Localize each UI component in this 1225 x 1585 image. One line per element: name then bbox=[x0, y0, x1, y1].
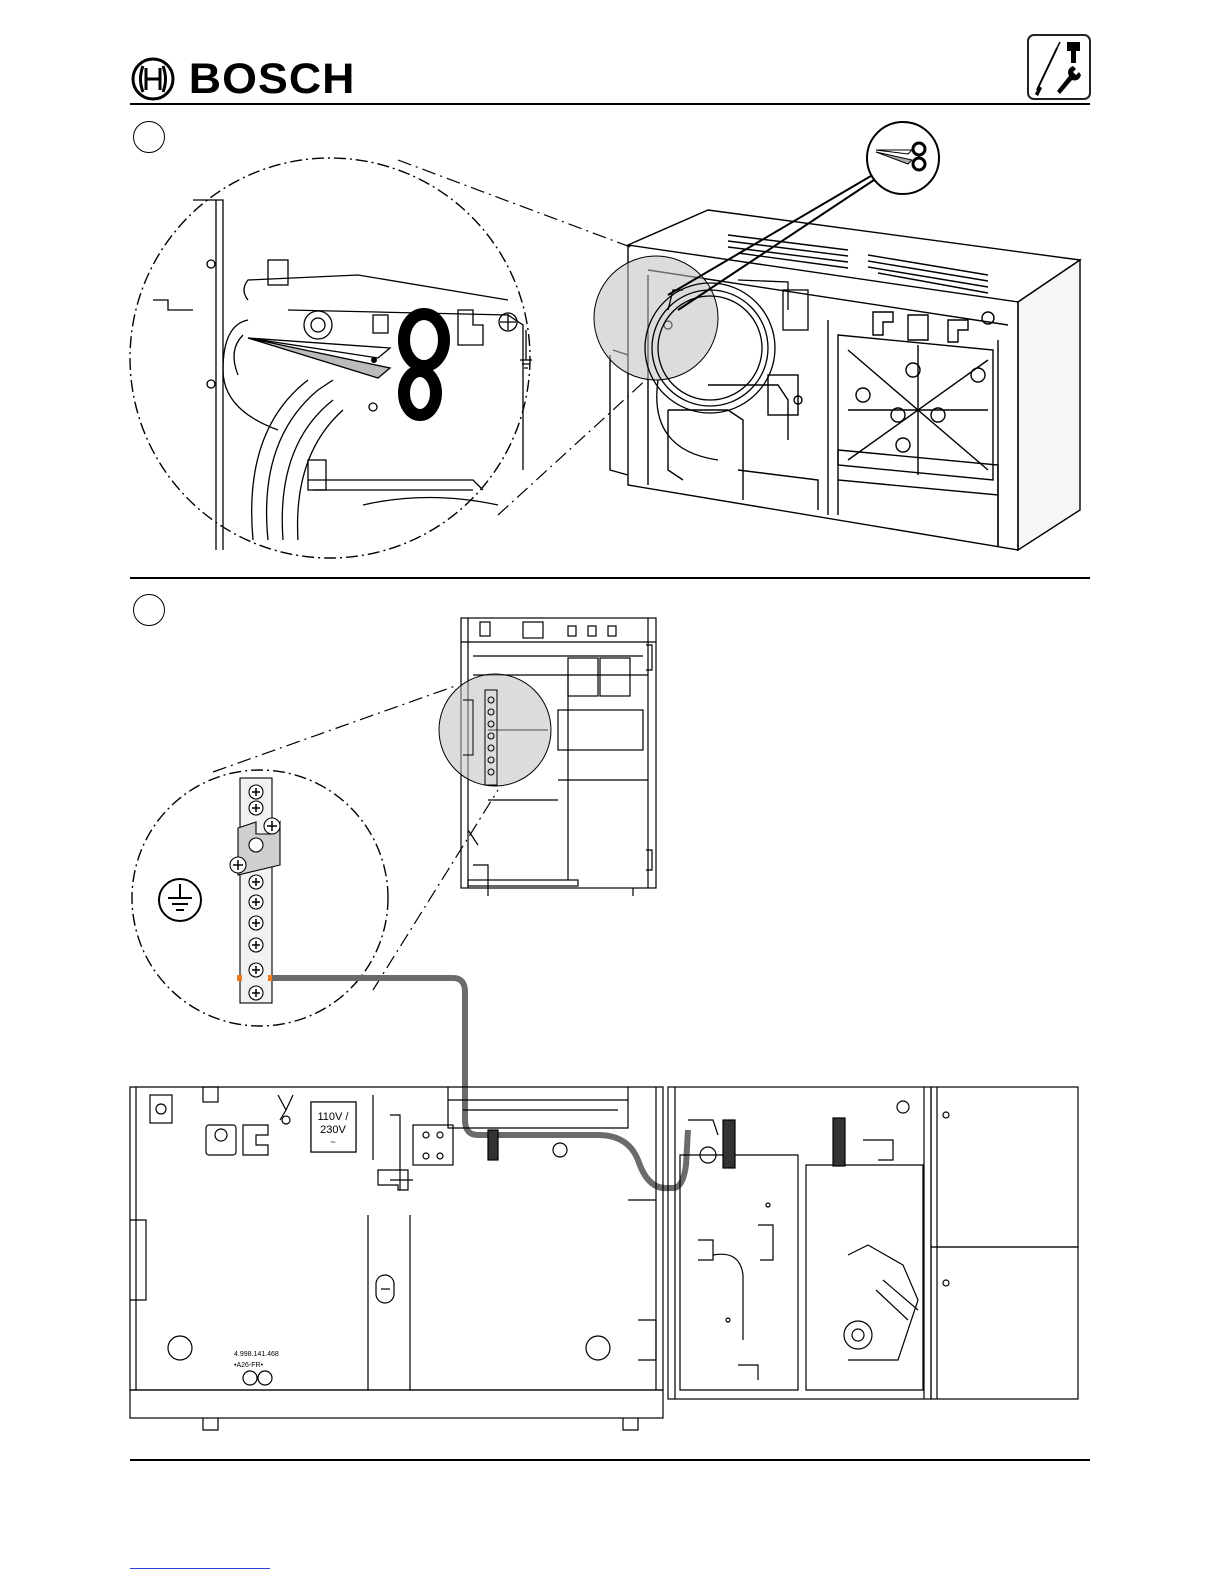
brand-name: BOSCH bbox=[189, 58, 356, 101]
transformer-label: 110V / 230V ~ bbox=[311, 1102, 356, 1152]
part-number-line-2: •A26-FR• bbox=[234, 1362, 264, 1369]
section-rule bbox=[130, 577, 1090, 579]
controller-right-module bbox=[668, 1087, 1078, 1399]
figure-connect-ground-cable: 110V / 230V ~ 4.998.141.468 •A26-FR• bbox=[128, 600, 1088, 1450]
footer-rule bbox=[130, 1459, 1090, 1461]
screwdriver-wrench-bolt-icon bbox=[1029, 36, 1089, 98]
bosch-logo: BOSCH bbox=[130, 56, 352, 102]
device-zoom-highlight bbox=[594, 256, 718, 380]
device-zoom-highlight bbox=[439, 674, 551, 786]
header-rule bbox=[130, 103, 1090, 105]
bosch-armature-icon bbox=[130, 56, 176, 102]
figure-cut-cable-tie bbox=[128, 110, 1088, 570]
tools-required-badge bbox=[1027, 34, 1091, 100]
controller-front-view bbox=[130, 1087, 663, 1430]
ground-cable bbox=[272, 978, 688, 1188]
footer-link[interactable] bbox=[130, 1568, 270, 1569]
svg-text:~: ~ bbox=[330, 1137, 335, 1147]
part-number-line-1: 4.998.141.468 bbox=[234, 1351, 279, 1358]
ground-earth-icon bbox=[159, 879, 201, 921]
svg-text:110V /: 110V / bbox=[318, 1111, 350, 1123]
svg-text:230V: 230V bbox=[320, 1124, 346, 1136]
